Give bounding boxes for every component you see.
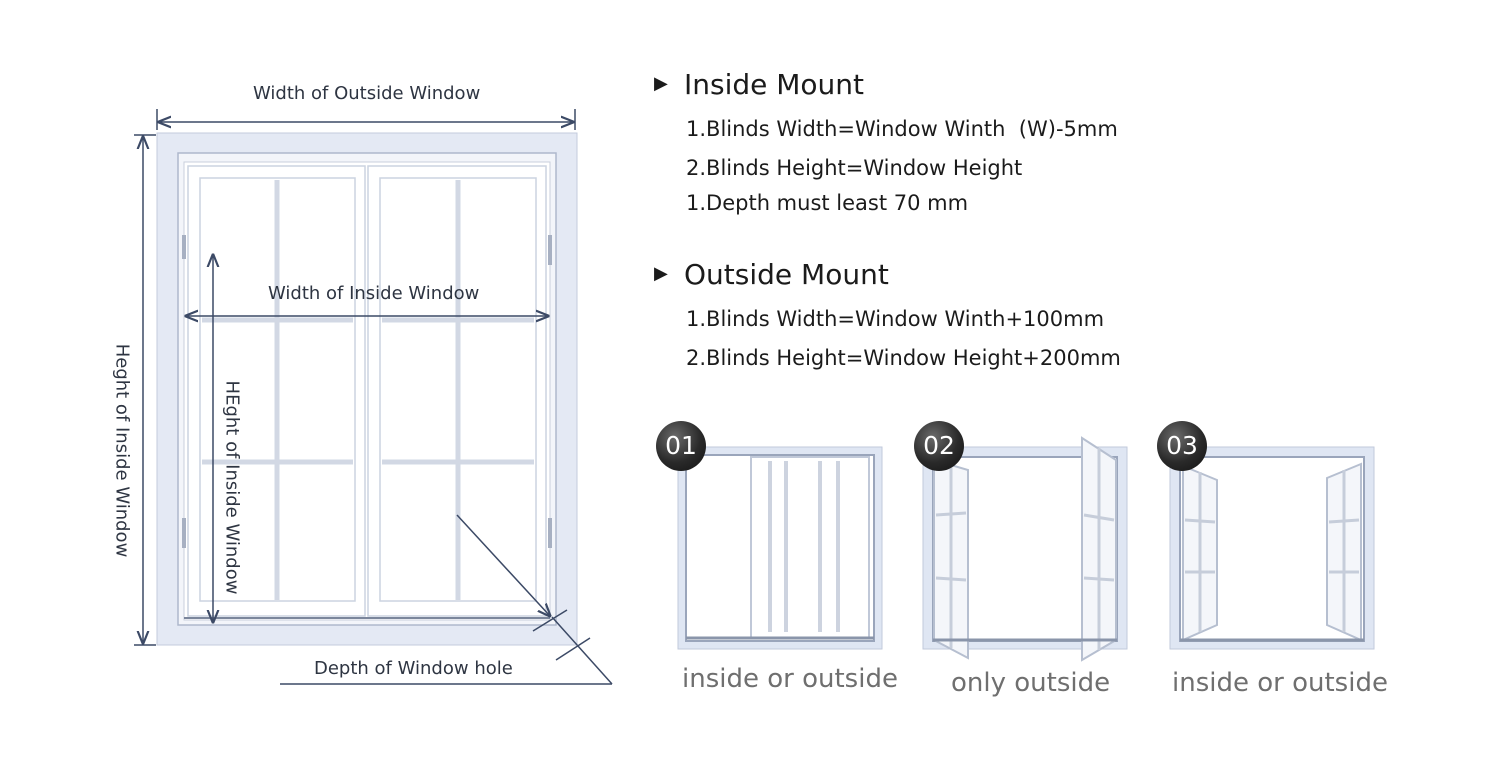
- hinge: [182, 518, 186, 548]
- window-01-illustration: [677, 446, 883, 650]
- window-type-badge-03: 03: [1157, 421, 1207, 471]
- depth-label: Depth of Window hole: [314, 658, 513, 679]
- window-type-caption-01: inside or outside: [682, 664, 898, 694]
- dimension-lines: [134, 109, 613, 685]
- inside-rule-2: 2.Blinds Height=Window Height: [686, 156, 1023, 180]
- width-inside-label: Width of Inside Window: [268, 283, 480, 304]
- outside-rule-2: 2.Blinds Height=Window Height+200mm: [686, 346, 1121, 370]
- triangle-bullet-icon: ▶: [654, 262, 668, 284]
- height-outside-label: Heght of Inside Window: [111, 343, 133, 558]
- window-03-illustration: [1169, 446, 1375, 650]
- window-type-caption-02: only outside: [951, 668, 1111, 698]
- window-type-caption-03: inside or outside: [1172, 668, 1388, 698]
- window-type-badge-02: 02: [914, 421, 964, 471]
- triangle-bullet-icon: ▶: [654, 72, 668, 94]
- inside-mount-title: ▶Inside Mount: [654, 68, 865, 101]
- height-inside-label: HEght of Inside Window: [221, 380, 243, 595]
- hinge: [548, 235, 552, 265]
- window-02-illustration: [922, 436, 1128, 662]
- hinge: [182, 235, 186, 259]
- width-outside-label: Width of Outside Window: [253, 83, 481, 104]
- inside-rule-1: 1.Blinds Width=Window Winth (W)-5mm: [686, 117, 1118, 141]
- outside-rule-1: 1.Blinds Width=Window Winth+100mm: [686, 307, 1105, 331]
- window-type-badge-01: 01: [656, 421, 706, 471]
- hinge: [548, 518, 552, 548]
- outside-mount-title: ▶Outside Mount: [654, 258, 889, 291]
- inside-rule-3: 1.Depth must least 70 mm: [686, 191, 969, 215]
